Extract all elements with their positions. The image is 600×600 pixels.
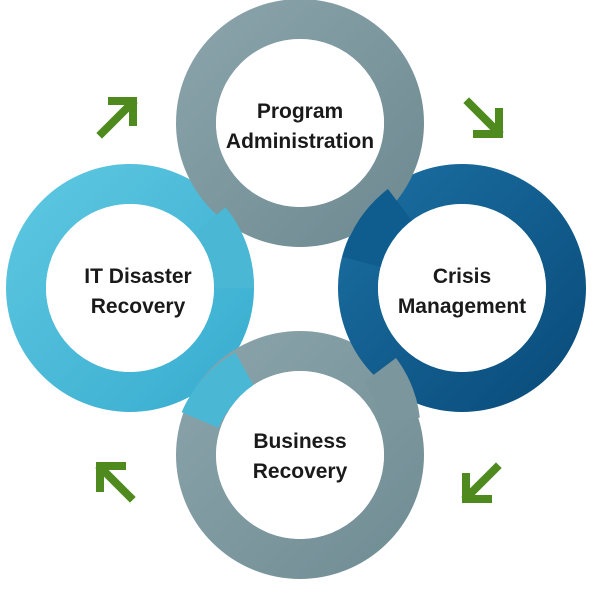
label-business-line1: Business xyxy=(253,430,346,453)
ring-business-overlap-segment xyxy=(181,352,256,429)
ring-business-recovery xyxy=(176,331,424,579)
flow-arrows xyxy=(95,97,504,503)
ring-crisis-management xyxy=(338,164,586,412)
label-crisis-line2: Management xyxy=(398,295,526,318)
inner-discs xyxy=(46,39,546,539)
ring-business-overlap-segment-right xyxy=(363,358,420,424)
label-program-line1: Program xyxy=(257,100,343,123)
ring-program-administration xyxy=(176,0,424,247)
label-it-line1: IT Disaster xyxy=(84,265,191,288)
node-labels: Program Administration Crisis Management… xyxy=(84,100,526,483)
arrow-down-left-icon xyxy=(461,462,502,503)
disc-it-disaster-recovery xyxy=(46,204,214,372)
rings xyxy=(6,0,586,579)
disc-crisis-management xyxy=(378,204,546,372)
ring-crisis-overlap-segment xyxy=(342,189,413,268)
arrow-up-left-icon xyxy=(95,462,136,503)
arrow-up-right-icon xyxy=(96,97,138,139)
disc-program-administration xyxy=(216,39,384,207)
label-crisis-line1: Crisis xyxy=(433,265,491,288)
label-it-line2: Recovery xyxy=(91,295,186,318)
disc-business-recovery xyxy=(216,371,384,539)
label-business-line2: Recovery xyxy=(253,460,348,483)
ring-it-overlap-segment xyxy=(194,207,254,289)
arrow-down-right-icon xyxy=(463,97,504,138)
label-program-line2: Administration xyxy=(226,130,374,153)
